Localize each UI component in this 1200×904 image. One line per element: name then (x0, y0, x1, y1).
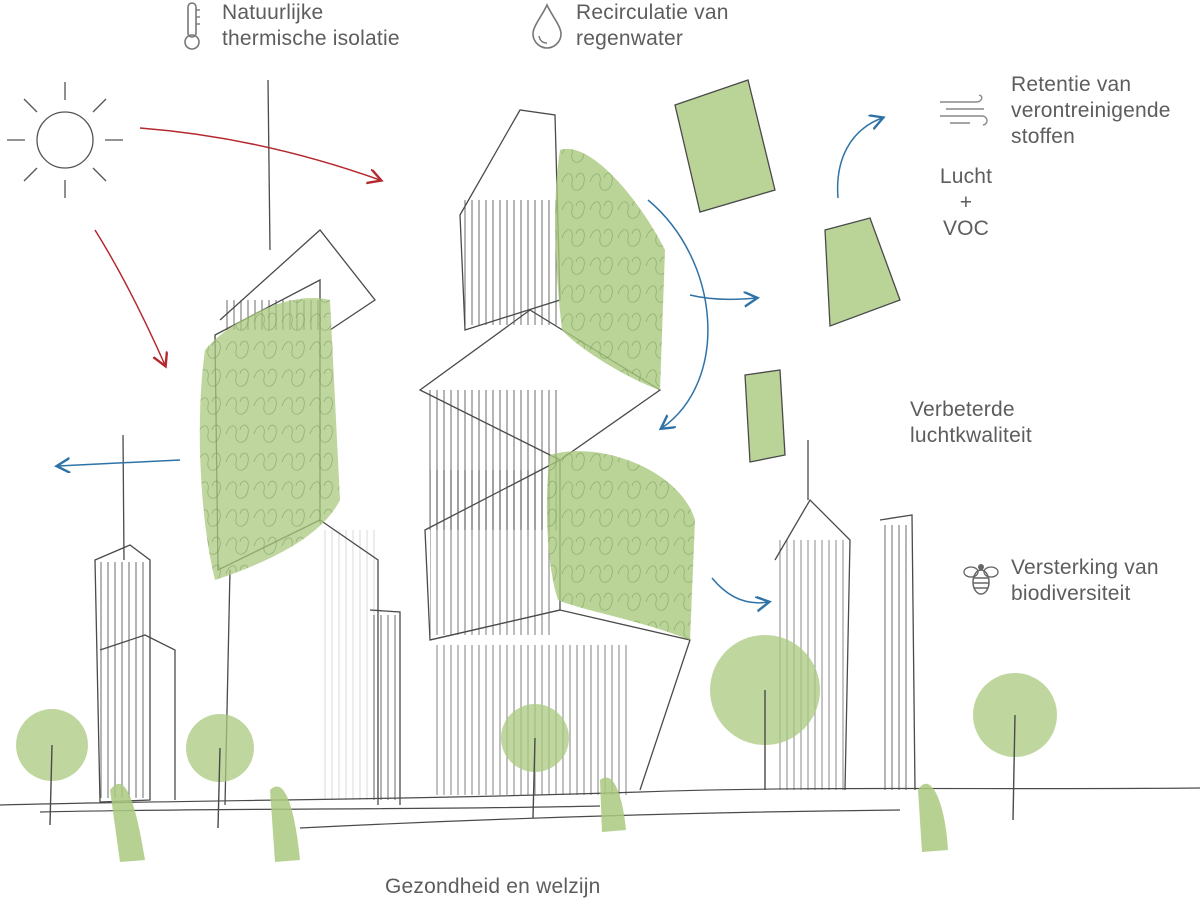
floating-modules (674, 79, 901, 463)
rain-cycle-arrow (647, 199, 709, 428)
bee-icon (963, 564, 999, 595)
wind-icon (940, 94, 988, 126)
right-buildings (774, 440, 916, 791)
sun-arrow-down (94, 229, 165, 365)
left-air-arrow (58, 460, 181, 466)
label-air-quality: Verbeterde luchtkwaliteit (910, 398, 1032, 447)
sun-arrow-right (139, 127, 380, 180)
label-insulation: Natuurlijke thermische isolatie (222, 1, 400, 50)
trees (16, 635, 1057, 829)
label-rainwater: Recirculatie van regenwater (576, 1, 729, 50)
water-drop-icon (532, 3, 562, 49)
label-biodiversity: Versterking van biodiversiteit (1011, 556, 1159, 605)
biodiv-arrow (711, 577, 768, 603)
label-air-voc: Lucht + VOC (939, 165, 993, 240)
air-arrows (58, 118, 882, 603)
voc-arrow (836, 118, 882, 199)
sun-icon (7, 82, 123, 198)
thermometer-icon (184, 2, 200, 50)
label-retention: Retentie van verontreinigende stoffen (1011, 73, 1171, 148)
people (110, 777, 948, 862)
heat-arrows (94, 127, 380, 365)
label-health: Gezondheid en welzijn (385, 875, 601, 898)
left-low-building (94, 434, 176, 803)
center-tower (418, 109, 691, 795)
